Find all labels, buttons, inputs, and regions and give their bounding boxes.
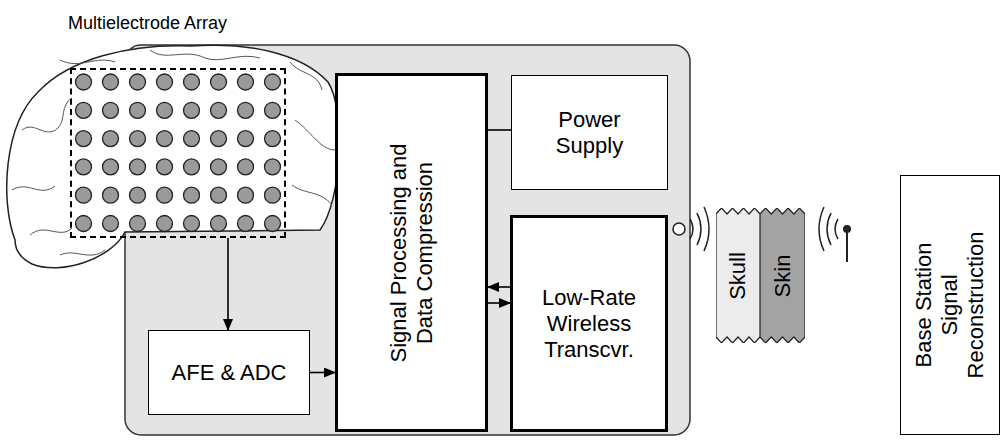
text-holder: Base Station Signal Reconstruction bbox=[911, 223, 989, 388]
text-holder: Low-Rate Wireless Transcvr. bbox=[519, 285, 659, 363]
radio-waves-in bbox=[819, 207, 838, 251]
node-label: Base Station Signal Reconstruction bbox=[911, 223, 989, 388]
electrode-array: Multielectrode Array bbox=[70, 68, 286, 238]
skull-layer: Skull bbox=[716, 208, 760, 343]
radio-waves-out bbox=[690, 207, 709, 251]
implant-antenna bbox=[673, 223, 685, 235]
processing-block: Signal Processing and Data Compression bbox=[335, 73, 488, 432]
node-label: Power Supply bbox=[535, 107, 645, 159]
power-line bbox=[488, 129, 511, 131]
signal-arrow bbox=[488, 302, 510, 304]
text-holder: Skull bbox=[725, 216, 751, 336]
skin-layer: Skin bbox=[760, 208, 805, 343]
text-holder: Signal Processing and Data Compression bbox=[386, 133, 438, 373]
node-label: Skin bbox=[770, 216, 796, 336]
power-block: Power Supply bbox=[511, 75, 668, 190]
text-holder: Skin bbox=[770, 216, 796, 336]
brain-outline bbox=[7, 45, 340, 268]
text-holder: Power Supply bbox=[535, 107, 645, 159]
brain-folds bbox=[12, 50, 335, 255]
tissue-shape bbox=[760, 208, 805, 343]
signal-arrow bbox=[227, 238, 229, 330]
signal-arrow bbox=[310, 372, 335, 374]
node-label: Low-Rate Wireless Transcvr. bbox=[519, 285, 659, 363]
node-label: Signal Processing and Data Compression bbox=[386, 133, 438, 373]
base-station-block: Base Station Signal Reconstruction bbox=[900, 175, 1000, 435]
tissue-shape bbox=[716, 208, 760, 343]
electrode-grid bbox=[76, 74, 281, 232]
text-holder: AFE & ADC bbox=[154, 360, 304, 386]
transceiver-block: Low-Rate Wireless Transcvr. bbox=[510, 215, 668, 432]
array-heading: Multielectrode Array bbox=[68, 12, 227, 34]
node-label: AFE & ADC bbox=[154, 360, 304, 386]
base-antenna bbox=[843, 225, 851, 262]
node-label: Skull bbox=[725, 216, 751, 336]
signal-arrow bbox=[488, 286, 510, 288]
afe-adc-block: AFE & ADC bbox=[148, 330, 310, 415]
